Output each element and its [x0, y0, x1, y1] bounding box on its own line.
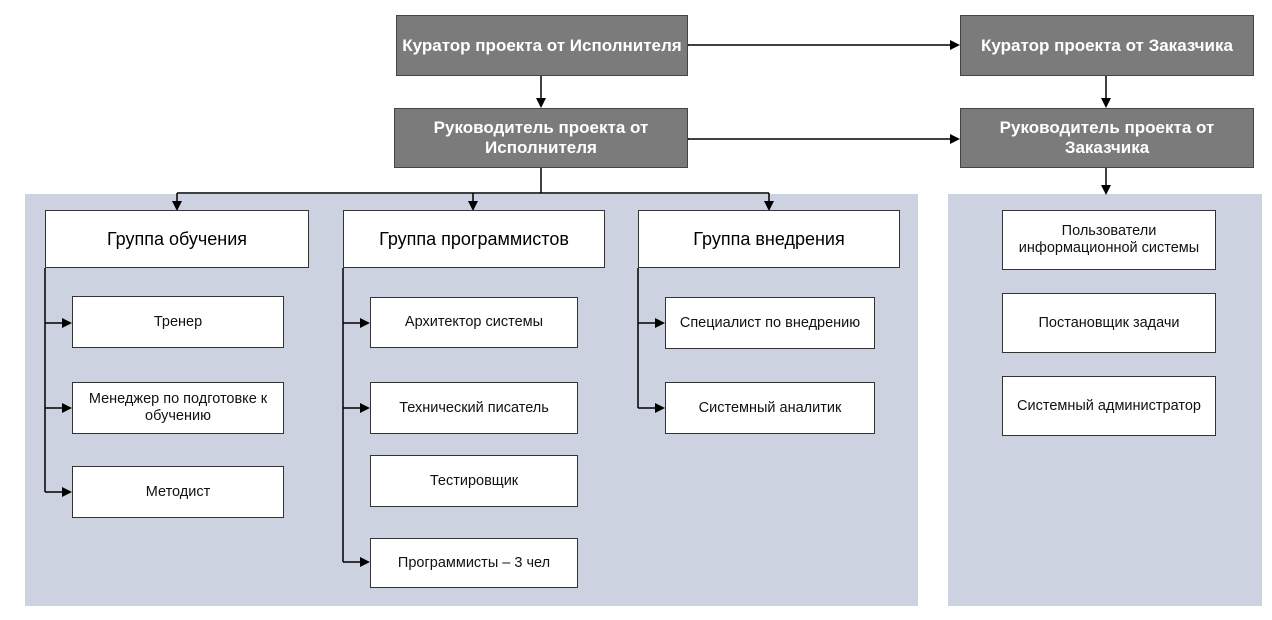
manager-executor-label: Руководитель проекта от Исполнителя [433, 118, 649, 157]
curator-executor-label: Куратор проекта от Исполнителя [402, 35, 682, 55]
manager-client-box: Руководитель проекта от Заказчика [960, 108, 1254, 168]
group-training-title: Группа обучения [106, 228, 248, 249]
manager-executor-box: Руководитель проекта от Исполнителя [394, 108, 688, 168]
role-task-setter: Постановщик задачи [1002, 293, 1216, 353]
role-sysadmin: Системный администратор [1002, 376, 1216, 436]
role-tech-writer: Технический писатель [370, 382, 578, 434]
curator-client-box: Куратор проекта от Заказчика [960, 15, 1254, 76]
role-tester: Тестировщик [370, 455, 578, 507]
role-implementation-specialist: Специалист по внедрению [665, 297, 875, 349]
role-programmers: Программисты – 3 чел [370, 538, 578, 588]
role-is-users: Пользователи информационной системы [1002, 210, 1216, 270]
group-training-header: Группа обучения [45, 210, 309, 268]
manager-client-label: Руководитель проекта от Заказчика [999, 118, 1215, 157]
group-programmers-title: Группа программистов [379, 228, 569, 249]
curator-executor-box: Куратор проекта от Исполнителя [396, 15, 688, 76]
role-training-manager: Менеджер по подготовке к обучению [72, 382, 284, 434]
role-trainer: Тренер [72, 296, 284, 348]
role-architect: Архитектор системы [370, 297, 578, 348]
role-methodist: Методист [72, 466, 284, 518]
curator-client-label: Куратор проекта от Заказчика [981, 35, 1233, 55]
group-programmers-header: Группа программистов [343, 210, 605, 268]
group-implementation-header: Группа внедрения [638, 210, 900, 268]
role-system-analyst: Системный аналитик [665, 382, 875, 434]
group-implementation-title: Группа внедрения [693, 228, 845, 249]
